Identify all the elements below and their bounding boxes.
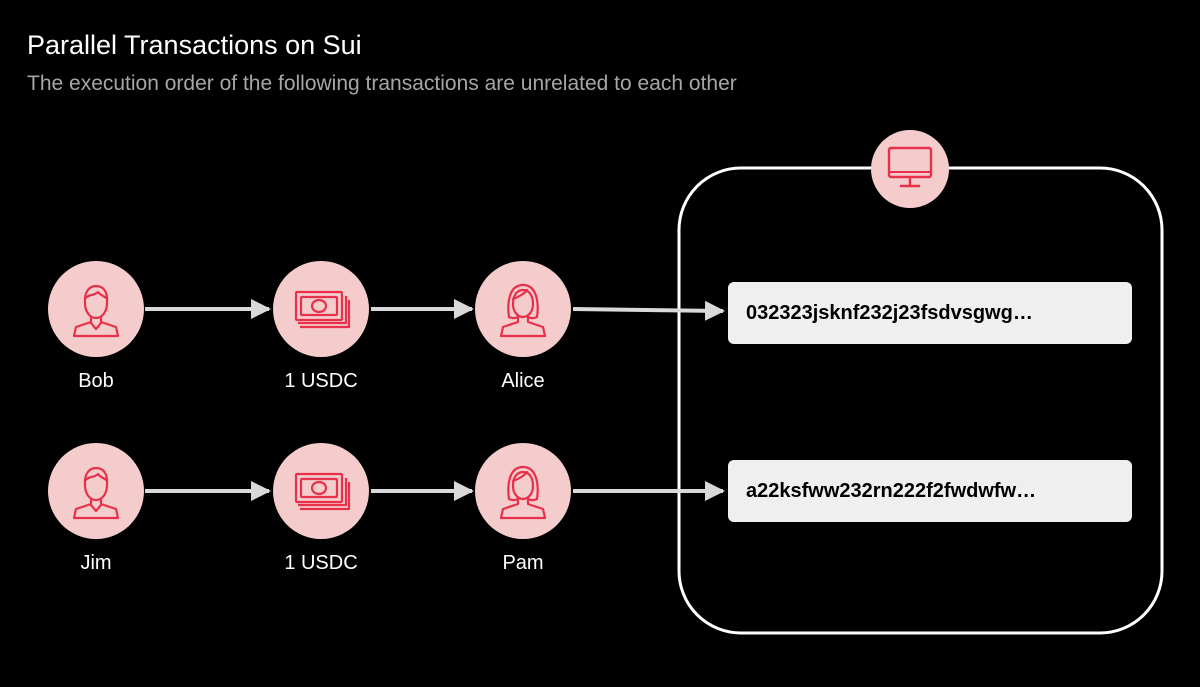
woman-icon <box>475 261 571 357</box>
asset-label-row2: 1 USDC <box>284 552 358 574</box>
computer-monitor-icon <box>871 130 949 208</box>
transaction-hash-row1: 032323jsknf232j23fsdvsgwg… <box>728 282 1132 344</box>
diagram-subtitle: The execution order of the following tra… <box>27 72 737 95</box>
executor-container <box>677 166 1164 635</box>
receiver-label-pam: Pam <box>502 552 544 574</box>
money-icon <box>273 443 369 539</box>
money-icon <box>273 261 369 357</box>
woman-icon <box>475 443 571 539</box>
diagram-title: Parallel Transactions on Sui <box>27 30 362 60</box>
asset-label-row1: 1 USDC <box>284 370 358 392</box>
man-icon <box>48 443 144 539</box>
receiver-label-alice: Alice <box>501 370 545 392</box>
sender-label-jim: Jim <box>80 552 112 574</box>
sender-label-bob: Bob <box>78 370 114 392</box>
transaction-hash-row2: a22ksfww232rn222f2fwdwfw… <box>728 460 1132 522</box>
arrow-alice-to-hash <box>572 300 725 321</box>
man-icon <box>48 261 144 357</box>
